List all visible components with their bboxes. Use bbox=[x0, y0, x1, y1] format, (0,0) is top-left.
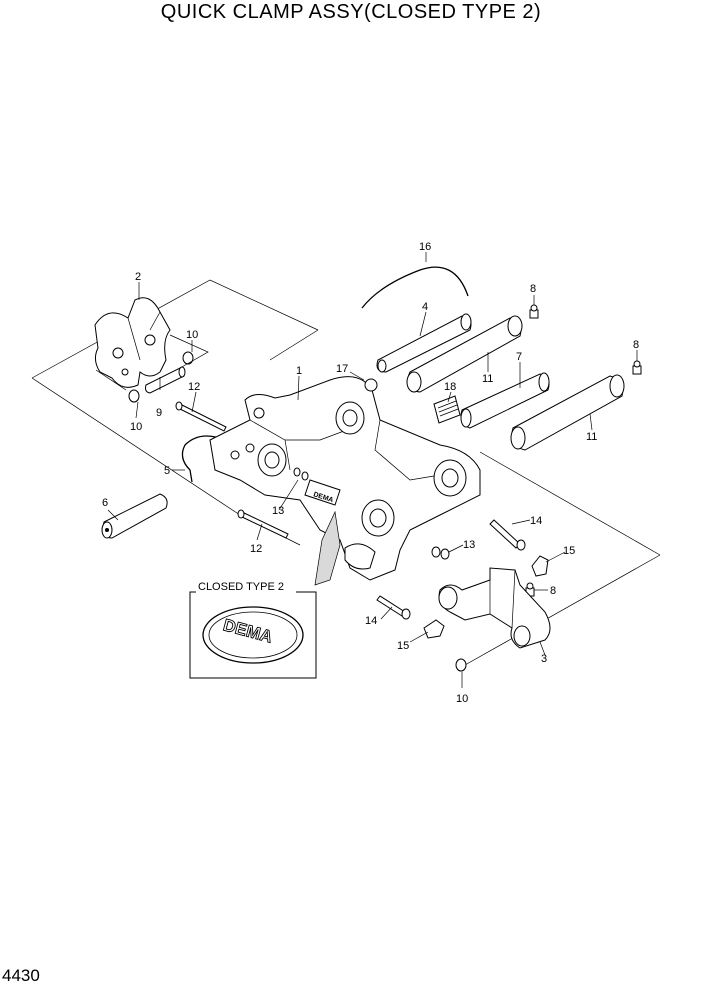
part-6-pin bbox=[101, 493, 168, 539]
part-8-fitting-a bbox=[529, 304, 539, 319]
callout-13: 13 bbox=[463, 539, 475, 551]
part-10-ring-c bbox=[455, 658, 467, 672]
part-15-elbow-lower bbox=[423, 619, 445, 639]
inset-label-bg bbox=[196, 578, 296, 594]
part-2-bracket bbox=[94, 297, 171, 388]
callout-1: 1 bbox=[296, 365, 302, 377]
callout-10: 10 bbox=[130, 421, 142, 433]
part-10-ring-b bbox=[128, 389, 140, 403]
callout-18: 18 bbox=[444, 381, 456, 393]
page-title: QUICK CLAMP ASSY(CLOSED TYPE 2) bbox=[160, 1, 542, 23]
callout-4: 4 bbox=[422, 301, 428, 313]
part-11-cylinder-upper bbox=[406, 315, 523, 393]
callouts: 16 2 4 8 8 10 10 9 12 1 17 11 7 18 11 5 … bbox=[102, 241, 639, 705]
callout-8: 8 bbox=[550, 585, 556, 597]
callout-13: 13 bbox=[272, 505, 284, 517]
inset-label: CLOSED TYPE 2 bbox=[198, 581, 284, 593]
part-1-clamp-body: DEMA bbox=[209, 376, 481, 586]
part-7-cylinder bbox=[460, 372, 550, 429]
callout-2: 2 bbox=[135, 271, 141, 283]
frame-lines bbox=[31, 279, 661, 666]
callout-6: 6 bbox=[102, 497, 108, 509]
callout-7: 7 bbox=[516, 351, 522, 363]
callout-8: 8 bbox=[530, 283, 536, 295]
part-10-ring-a bbox=[182, 351, 194, 365]
page-number: 4430 bbox=[2, 966, 40, 985]
callout-10: 10 bbox=[186, 329, 198, 341]
callout-14: 14 bbox=[530, 515, 542, 527]
part-8-fitting-b bbox=[632, 360, 642, 375]
part-4-cylinder bbox=[376, 313, 472, 373]
callout-9: 9 bbox=[156, 407, 162, 419]
callout-15: 15 bbox=[397, 640, 409, 652]
part-17-ring bbox=[364, 378, 378, 392]
callout-12: 12 bbox=[188, 381, 200, 393]
part-13-nuts bbox=[431, 546, 450, 560]
part-18-label bbox=[433, 395, 461, 424]
part-9-pin bbox=[145, 366, 186, 394]
leader-lines bbox=[107, 252, 638, 688]
callout-15: 15 bbox=[563, 545, 575, 557]
callout-12: 12 bbox=[250, 543, 262, 555]
part-11-cylinder-lower bbox=[510, 374, 625, 451]
callout-3: 3 bbox=[541, 653, 547, 665]
callout-11: 11 bbox=[586, 431, 597, 443]
callout-8: 8 bbox=[633, 339, 639, 351]
part-12-bolt-lower bbox=[237, 509, 289, 539]
callout-17: 17 bbox=[336, 363, 348, 375]
part-16-wire bbox=[361, 266, 469, 309]
part-15-elbow-upper bbox=[531, 555, 549, 577]
inset-closed-type-2: DEMA bbox=[189, 591, 317, 679]
part-5-wire bbox=[181, 435, 226, 483]
part-14-bolt-lower bbox=[376, 595, 411, 620]
callout-14: 14 bbox=[365, 615, 377, 627]
part-3-hydraulic-cylinder bbox=[438, 567, 551, 649]
callout-5: 5 bbox=[164, 465, 170, 477]
part-14-bolt-upper bbox=[489, 519, 526, 551]
callout-16: 16 bbox=[419, 241, 431, 253]
part-12-bolt-upper bbox=[175, 401, 227, 432]
callout-11: 11 bbox=[482, 373, 493, 385]
callout-10: 10 bbox=[456, 693, 468, 705]
